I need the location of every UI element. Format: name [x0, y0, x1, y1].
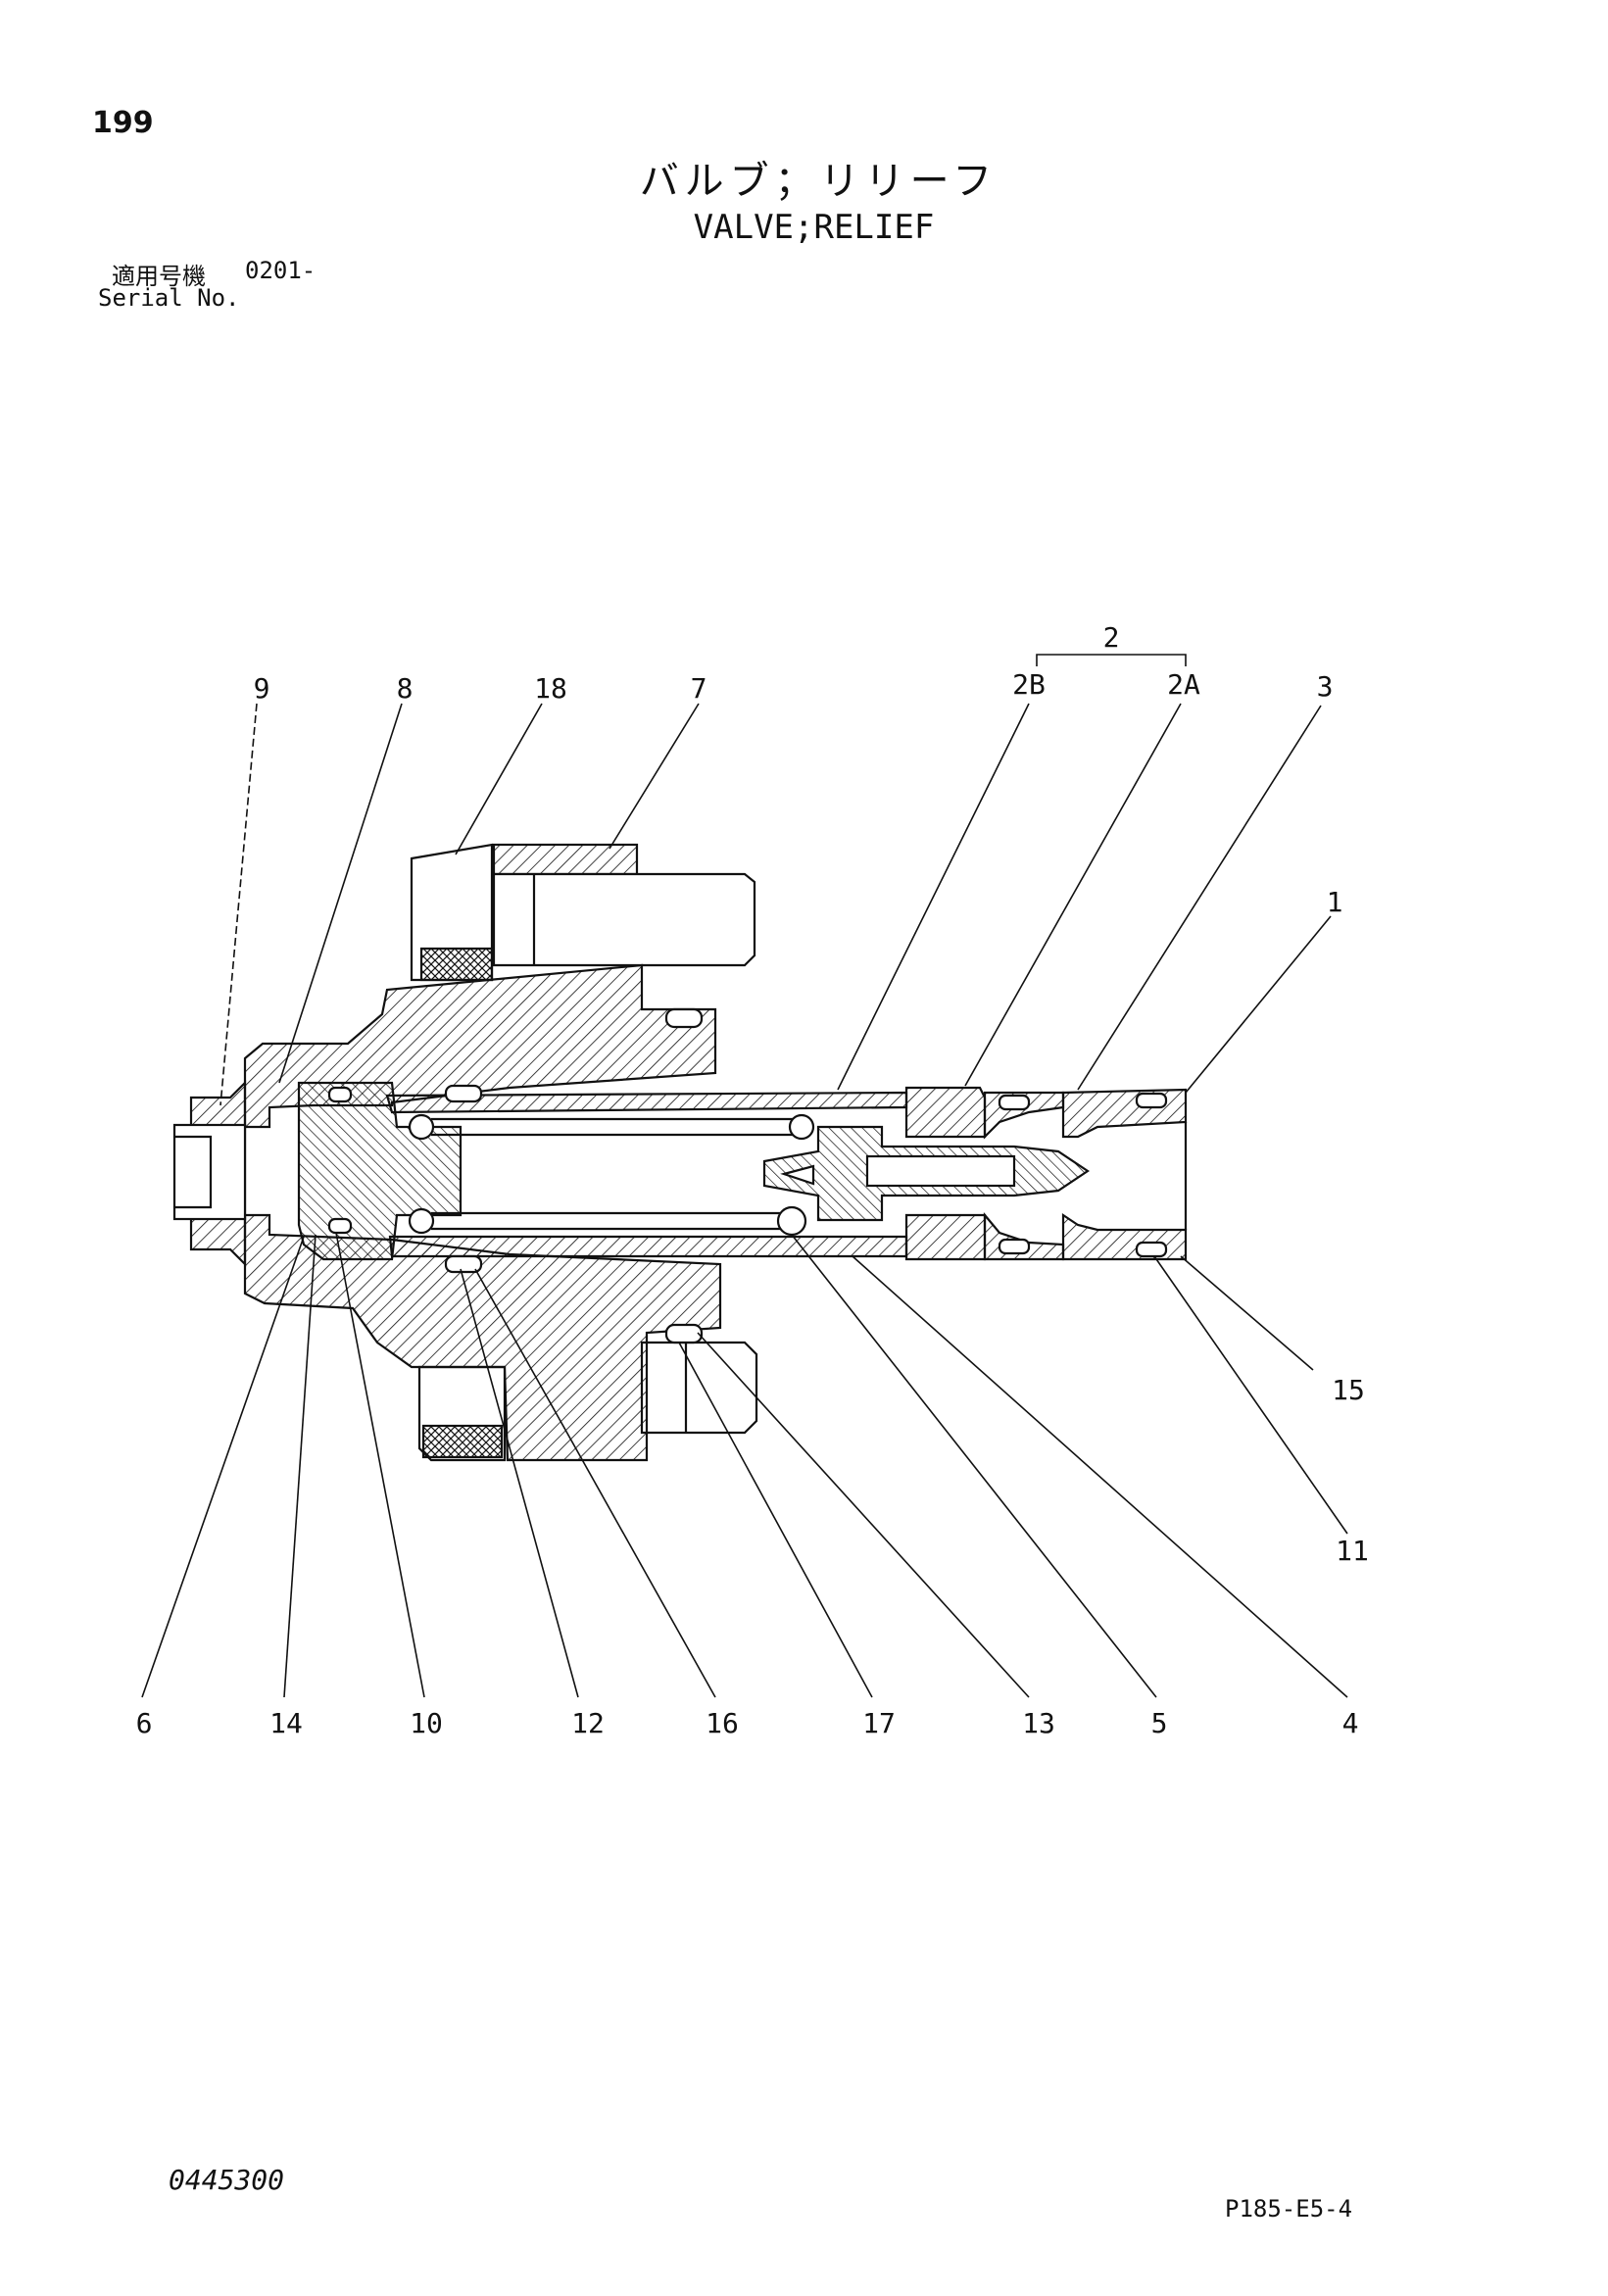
page-number: 199 — [92, 106, 154, 140]
part-labels: 2 2B 2A 3 1 9 8 18 7 15 11 6 14 10 12 16… — [136, 621, 1369, 1739]
label-9: 9 — [254, 672, 270, 705]
label-4: 4 — [1342, 1707, 1359, 1739]
title-english: VALVE;RELIEF — [693, 208, 935, 247]
label-12: 12 — [571, 1707, 605, 1739]
label-2: 2 — [1103, 621, 1120, 654]
label-13: 13 — [1022, 1707, 1055, 1739]
nut-upper — [410, 843, 756, 982]
label-15: 15 — [1332, 1374, 1365, 1406]
label-8: 8 — [397, 672, 414, 705]
title-japanese: バルブ；リリーフ — [639, 159, 999, 204]
serial-label-japanese: 適用号機 — [112, 263, 206, 290]
document-number: 0445300 — [169, 2164, 285, 2196]
page-code: P185-E5-4 — [1225, 2195, 1353, 2223]
label-17: 17 — [862, 1707, 896, 1739]
label-6: 6 — [136, 1707, 153, 1739]
label-11: 11 — [1336, 1535, 1369, 1567]
leader-lines — [141, 654, 1348, 1698]
label-5: 5 — [1151, 1707, 1168, 1739]
serial-value: 0201- — [245, 257, 317, 284]
label-16: 16 — [706, 1707, 739, 1739]
serial-label-english: Serial No. — [98, 284, 240, 312]
seat-2a-lower — [904, 1213, 987, 1261]
end-cap-upper — [1061, 1088, 1188, 1139]
label-3: 3 — [1317, 670, 1334, 703]
label-2b: 2B — [1012, 668, 1046, 701]
label-18: 18 — [534, 672, 567, 705]
end-cap-lower — [1061, 1212, 1188, 1261]
label-7: 7 — [691, 672, 707, 705]
label-14: 14 — [269, 1707, 303, 1739]
label-2a: 2A — [1167, 668, 1200, 701]
sleeve-lower — [388, 1235, 908, 1258]
spring — [408, 1113, 815, 1237]
label-10: 10 — [410, 1707, 443, 1739]
label-1: 1 — [1327, 886, 1343, 918]
seat-2a-upper — [904, 1086, 987, 1139]
